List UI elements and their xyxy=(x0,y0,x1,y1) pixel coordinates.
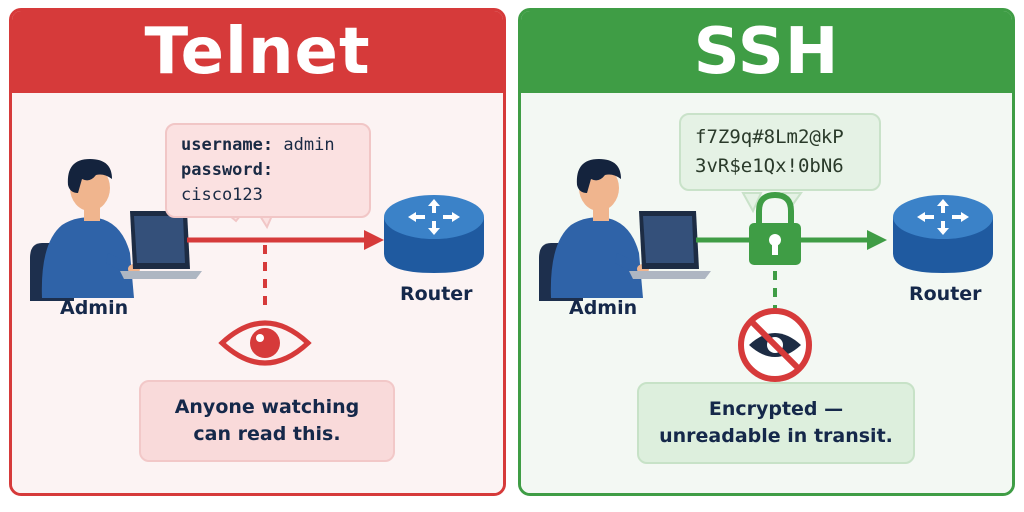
telnet-body: username: admin password: cisco123 Admin… xyxy=(12,93,503,493)
lock-icon xyxy=(749,191,801,265)
laptop-icon xyxy=(120,211,202,279)
ssh-title: SSH xyxy=(521,11,1012,93)
ssh-note-line1: Encrypted — xyxy=(708,398,844,420)
cipher-line1: f7Z9q#8Lm2@kP xyxy=(695,126,844,148)
ssh-scene xyxy=(539,159,993,382)
telnet-arrow-head xyxy=(364,230,384,250)
router-icon xyxy=(893,195,993,273)
username-key: username: xyxy=(181,135,274,155)
telnet-note-line1: Anyone watching xyxy=(174,396,360,418)
ssh-secure-note: Encrypted — unreadable in transit. xyxy=(637,382,915,464)
ssh-cipher-bubble: f7Z9q#8Lm2@kP 3vR$e1Qx!0bN6 xyxy=(679,113,881,191)
ssh-arrow-head xyxy=(867,230,887,250)
telnet-title: Telnet xyxy=(12,11,503,93)
router-icon xyxy=(384,195,484,273)
cipher-line2: 3vR$e1Qx!0bN6 xyxy=(695,155,844,177)
ssh-body: f7Z9q#8Lm2@kP 3vR$e1Qx!0bN6 Admin Router… xyxy=(521,93,1012,493)
password-key: password: xyxy=(181,160,274,180)
laptop-icon xyxy=(629,211,711,279)
admin-person-icon xyxy=(539,159,649,301)
ssh-panel: SSH xyxy=(518,8,1015,496)
telnet-credentials-bubble: username: admin password: cisco123 xyxy=(165,123,371,218)
ssh-router-label: Router xyxy=(909,283,982,305)
telnet-admin-label: Admin xyxy=(60,297,129,319)
ssh-bubble-tail xyxy=(741,192,763,214)
telnet-note-line2: can read this. xyxy=(193,423,341,445)
telnet-scene xyxy=(30,159,484,366)
password-value: cisco123 xyxy=(181,185,263,205)
username-value: admin xyxy=(283,135,335,155)
telnet-warning-note: Anyone watching can read this. xyxy=(139,380,395,462)
admin-person-icon xyxy=(30,159,140,301)
ssh-note-line2: unreadable in transit. xyxy=(659,425,893,447)
ssh-admin-label: Admin xyxy=(569,297,638,319)
eye-icon xyxy=(218,320,312,366)
telnet-router-label: Router xyxy=(400,283,473,305)
telnet-panel: Telnet xyxy=(9,8,506,496)
eye-crossed-icon xyxy=(738,308,812,382)
